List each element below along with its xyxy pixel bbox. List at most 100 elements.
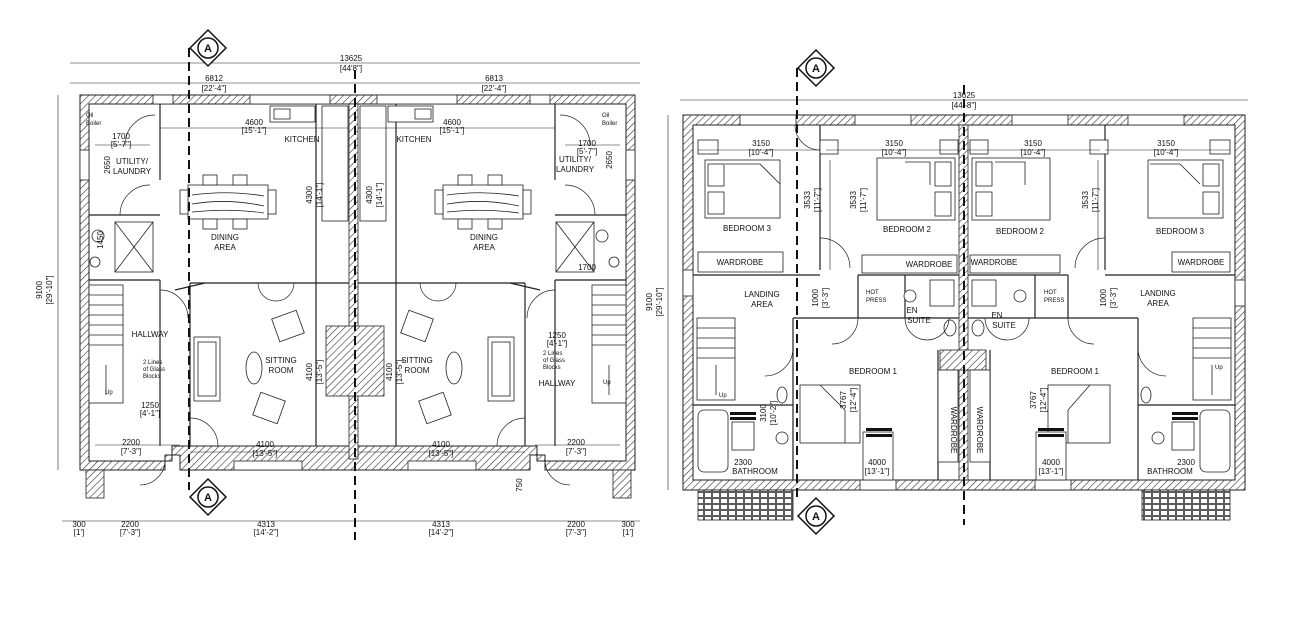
sitting-room-label: SITTING [401,356,433,365]
hall-width-imperial: [4'-1"] [547,339,567,348]
basin [608,256,620,268]
bedside-table [819,139,839,155]
kitchen-width-imperial: [15'-1"] [440,126,465,135]
bedroom-height-dim: 3533 [1081,191,1090,209]
bedroom3-label: BEDROOM 3 [1156,227,1205,236]
toilet [775,431,789,445]
staircase-right [1192,317,1232,401]
shower-room-dim: 1450 [96,231,105,249]
bedside-table [969,139,989,155]
wardrobe [937,369,959,463]
kitchen-label: KITCHEN [284,135,319,144]
hall-width-dim: 1250 [141,401,159,410]
half-left-imperial: [22'-4"] [202,84,227,93]
hot-press-label: PRESS [866,298,886,304]
hot-press-label: HOT [866,290,879,296]
hall-width-dim: 1250 [548,331,566,340]
basin [1140,386,1152,404]
kitchen-width-dim: 4600 [443,118,461,127]
wardrobe-label: WARDROBE [717,258,764,267]
bottom-dim-imperial: [14'-2"] [429,528,454,537]
window [249,94,331,105]
stair-up-label: Up [105,390,113,396]
party-wall [348,103,359,460]
utility-label: UTILITY/ [559,155,592,164]
bed [971,157,1051,221]
bathroom-width-dim: 2300 [734,458,752,467]
room-width-dim: 3150 [885,139,903,148]
bathroom-height-dim: 3100 [759,404,768,422]
room-width-imperial: [10'-4"] [882,148,907,157]
bedside-table [1209,139,1231,155]
utility-label: UTILITY/ [116,157,149,166]
bottom-dim-imperial: [14'-2"] [254,528,279,537]
sitting-width-imperial: [13'-5"] [429,449,454,458]
landing-label: AREA [751,300,773,309]
landing-label: AREA [1147,299,1169,308]
stair-up-label: Up [719,393,727,399]
wardrobe-label: WARDROBE [906,260,953,269]
basin [89,256,101,268]
room-width-dim: 3150 [1157,139,1175,148]
glass-blocks-label: Blocks [543,365,561,371]
bottom-dim: 2200 [121,520,139,529]
bathtub [1199,409,1231,473]
utility-width-imperial: [5'-7"] [111,140,131,149]
bedroom1-width-imperial: [13'-1"] [865,467,890,476]
window [152,94,174,105]
bedroom1-height-imperial: [12'-4"] [1039,388,1048,413]
dresser [1035,431,1067,481]
basin [776,386,788,404]
sitting-width-dim: 4100 [432,440,450,449]
dining-label: DINING [211,233,239,242]
half-right-imperial: [22'-4"] [482,84,507,93]
bedroom-height-dim: 3533 [849,191,858,209]
window [376,94,458,105]
depth-imperial: [29'-10"] [45,275,54,304]
section-marker-bottom: A [188,477,228,517]
window [79,149,90,181]
toilet [903,289,917,303]
overall-width-imperial: [44'-8"] [952,101,977,110]
shower-room-dim: 1700 [578,263,596,272]
bedroom1-label: BEDROOM 1 [849,367,898,376]
hallway-label: HALLWAY [132,330,169,339]
wardrobe-label: WARDROBE [971,258,1018,267]
dining-height-dim: 4300 [365,186,374,204]
section-marker-top: A [796,48,836,88]
porch-width-imperial: [7'-3"] [121,447,141,456]
depth-dim: 9100 [645,293,654,311]
sitting-height-dim: 4100 [385,363,394,381]
bedroom1-height-imperial: [12'-4"] [849,388,858,413]
toilet [91,229,105,243]
bedroom1-width-dim: 4000 [868,458,886,467]
bottom-dim: 300 [72,520,86,529]
dining-table-right [434,174,532,230]
kitchen-width-dim: 4600 [245,118,263,127]
bottom-dim: 4313 [257,520,275,529]
bedroom1-height-dim: 3767 [839,391,848,409]
bedroom3-label: BEDROOM 3 [723,224,772,233]
glass-blocks-label: 2 Lines [543,351,562,357]
window [1127,114,1185,126]
sitting-height-dim: 4100 [305,363,314,381]
wardrobe-label: WARDROBE [949,407,958,454]
sitting-width-imperial: [13'-5"] [253,449,278,458]
hot-press-label: HOT [1044,290,1057,296]
armchair [271,309,305,343]
wardrobe-label: WARDROBE [975,407,984,454]
landing-height-dim: 1000 [811,289,820,307]
en-suite-label: SUITE [992,321,1016,330]
dining-label: DINING [470,233,498,242]
dining-height-imperial: [14'-1"] [315,183,324,208]
basin [971,319,985,337]
bedside-table [939,139,959,155]
bedroom2-label: BEDROOM 2 [996,227,1045,236]
oil-boiler-label: Boiler [86,121,101,127]
bathtub [697,409,729,473]
landing-height-dim: 1000 [1099,289,1108,307]
room-width-imperial: [10'-4"] [749,148,774,157]
wardrobe [1171,251,1231,273]
brick-area [697,489,794,521]
bedside-table [1089,139,1109,155]
